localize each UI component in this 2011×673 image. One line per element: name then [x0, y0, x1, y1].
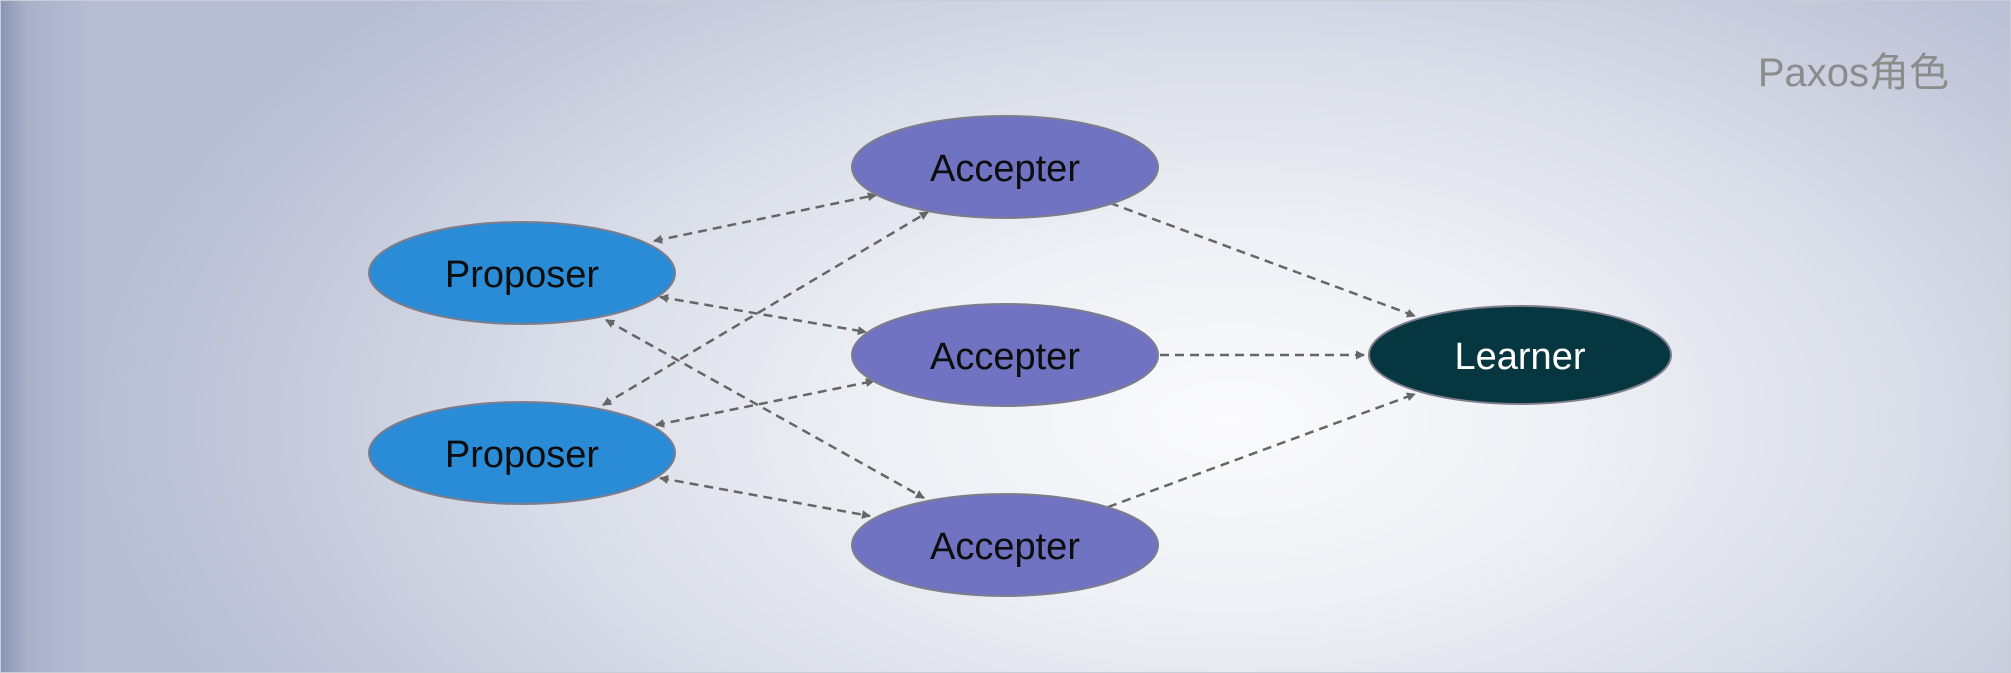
edge-proposer2-accepter1: [602, 210, 929, 407]
proposer-1-label: Proposer: [445, 254, 600, 296]
edge-proposer1-accepter2: [659, 293, 867, 336]
learner-label: Learner: [1455, 336, 1586, 378]
node-accepter-1: Accepter: [851, 115, 1159, 219]
left-edge-shade: [0, 0, 90, 673]
node-proposer-2: Proposer: [368, 401, 676, 505]
slide-title: Paxos角色: [1757, 51, 1949, 95]
edge-proposer1-accepter1: [653, 192, 877, 244]
node-learner: Learner: [1368, 305, 1672, 405]
accepter-3-label: Accepter: [930, 526, 1080, 568]
node-accepter-2: Accepter: [851, 303, 1159, 407]
edge-accepter1-learner: [1109, 201, 1416, 318]
edge-accepter3-learner: [1107, 392, 1416, 509]
accepter-2-label: Accepter: [930, 336, 1080, 378]
edge-proposer2-accepter2: [655, 378, 875, 428]
proposer-2-label: Proposer: [445, 434, 600, 476]
node-proposer-1: Proposer: [368, 221, 676, 325]
node-accepter-3: Accepter: [851, 493, 1159, 597]
edge-proposer2-accepter3: [659, 475, 871, 519]
accepter-1-label: Accepter: [930, 148, 1080, 190]
